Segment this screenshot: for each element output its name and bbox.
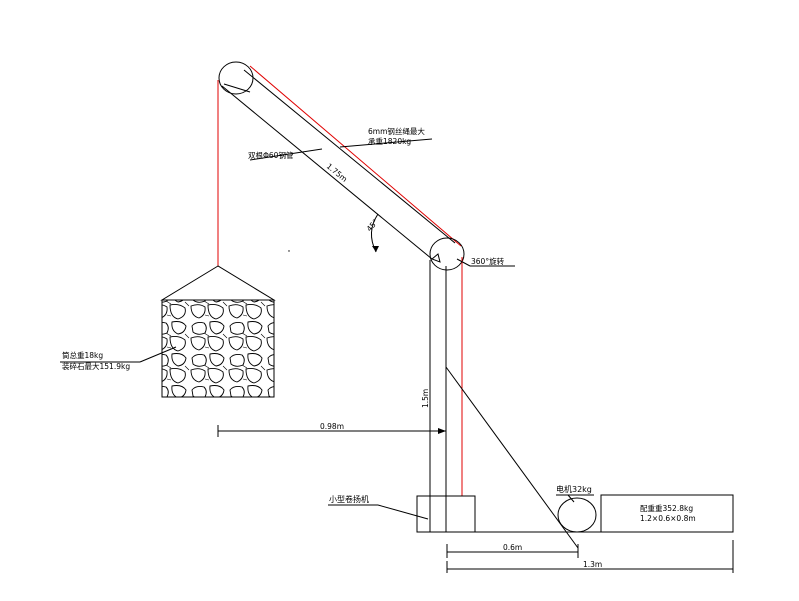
rope-note-line1: 6mm钢丝绳最大	[368, 126, 425, 136]
winch-box	[416, 495, 476, 533]
boom-tube-lower	[221, 85, 433, 260]
counterweight-line2: 1.2×0.6×0.8m	[640, 514, 696, 523]
mast-height-label: 1.5m	[421, 389, 430, 408]
span1-label: 0.6m	[503, 543, 522, 552]
rope-note-line2: 承重1820kg	[368, 137, 411, 146]
boom-rope	[249, 65, 462, 247]
pivot-arrow	[431, 253, 441, 263]
rotation-leader	[456, 258, 471, 267]
boom-angle-label: 45°	[365, 217, 381, 233]
basket-note-line2: 装碎石最大151.9kg	[62, 361, 130, 371]
rope-note-leader	[339, 138, 433, 148]
winch-leader	[377, 504, 429, 520]
basket-hood	[160, 265, 276, 301]
boom-tube-upper	[243, 69, 456, 244]
basket-note-leader	[139, 346, 177, 363]
reach-label: 0.98m	[320, 422, 344, 431]
brace-line	[445, 366, 579, 549]
motor	[557, 497, 597, 533]
stray-dot	[288, 250, 290, 252]
tube-note-leader	[249, 148, 323, 161]
top-pulley	[218, 61, 254, 95]
tube-note-label: 双根Φ60钢管	[248, 150, 294, 160]
winch-label: 小型卷扬机	[329, 494, 369, 504]
counterweight-line1: 配重重352.8kg	[640, 504, 693, 513]
span2-label: 1.3m	[583, 560, 602, 569]
basket-note-line1: 筒总重18kg	[62, 350, 103, 360]
pivot-pulley	[429, 237, 465, 271]
top-pulley-arrow	[223, 83, 251, 93]
motor-label: 电机32kg	[556, 484, 592, 494]
basket-body	[161, 299, 275, 398]
rotation-label: 360°旋转	[471, 256, 505, 266]
angle-arrow	[372, 246, 379, 252]
reach-dim-arrow	[438, 428, 446, 434]
counterweight-box	[600, 494, 734, 533]
motor-leader	[567, 494, 575, 503]
